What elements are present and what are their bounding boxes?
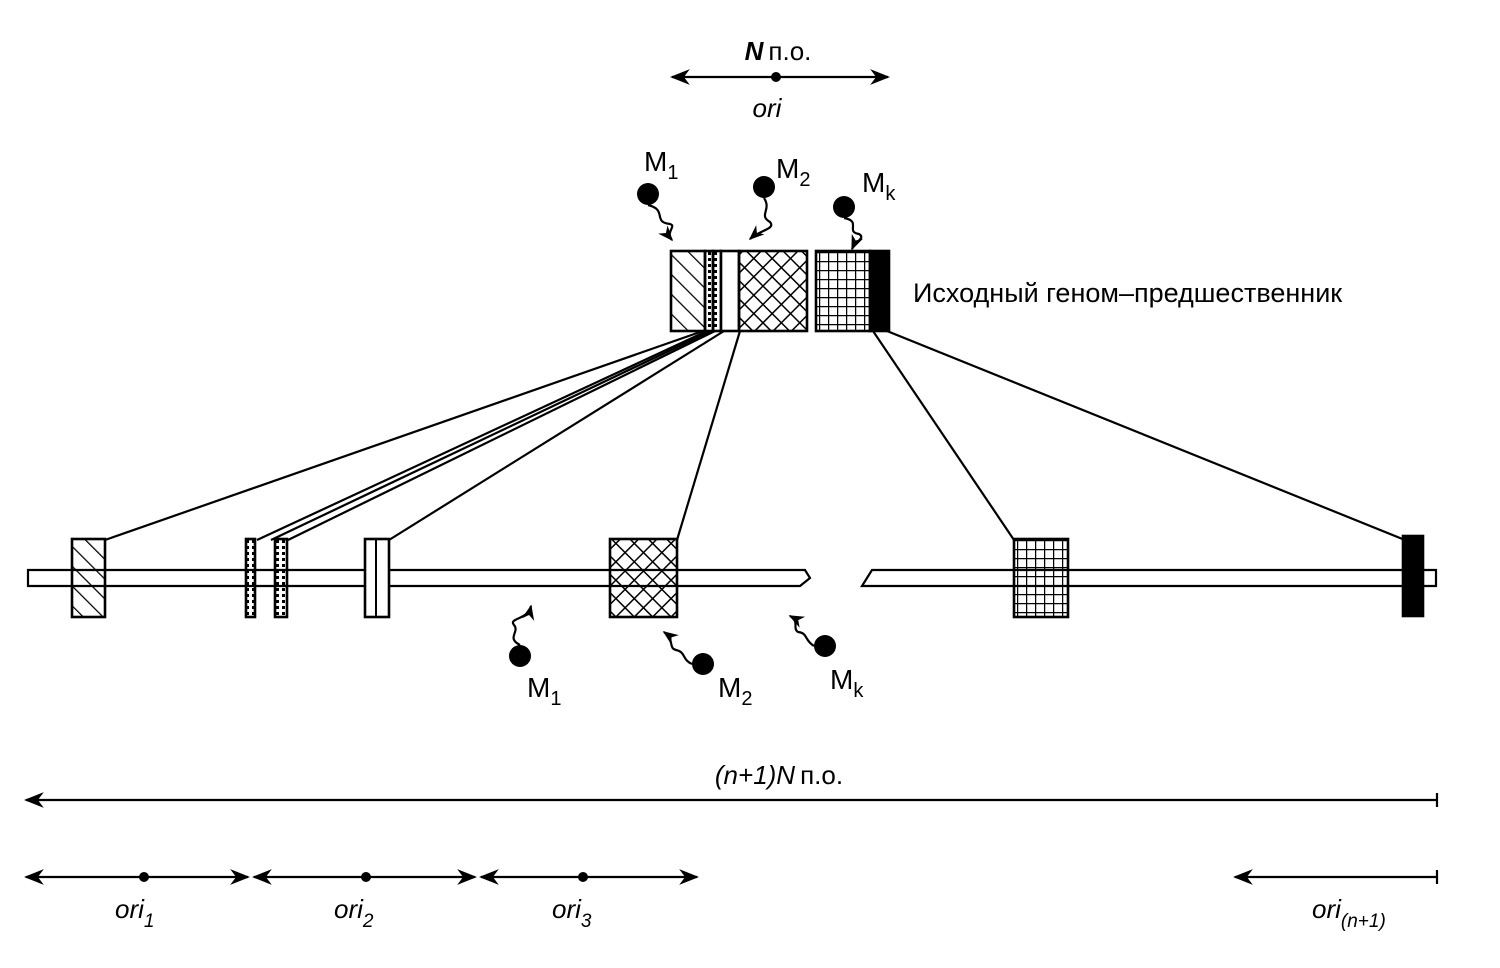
mk-top: Mk xyxy=(833,167,896,251)
m2-bottom: M2 xyxy=(662,631,752,710)
ori-n-plus-1-label: ori(n+1) xyxy=(1312,894,1386,932)
replicon-2: ori2 xyxy=(252,869,477,932)
m2-top-dot xyxy=(753,176,775,198)
segment-solid xyxy=(1401,534,1425,618)
ori2-point xyxy=(361,872,371,882)
replicons: ori1 ori2 ori3 ori(n+1) xyxy=(24,869,1439,932)
ori3-point xyxy=(578,872,588,882)
mk-bottom: Mk xyxy=(788,615,864,702)
precursor-segment-solid xyxy=(868,249,891,333)
precursor-segment-crosshatch xyxy=(737,249,809,333)
precursor-segment-plain xyxy=(719,249,741,333)
m1-top: M1 xyxy=(637,146,678,242)
m1-top-label: M1 xyxy=(644,146,678,184)
ori2-label: ori2 xyxy=(334,894,374,932)
precursor-genome: Исходный геном–предшественник xyxy=(669,249,1342,333)
product-chromosome xyxy=(26,534,1438,619)
connector-lines xyxy=(104,329,1406,542)
replicon-1: ori1 xyxy=(24,869,250,932)
ori-top-label: ori xyxy=(753,93,783,123)
m2-top-label: M2 xyxy=(776,153,810,191)
ori1-point xyxy=(139,872,149,882)
mk-bottom-dot xyxy=(814,635,836,657)
mk-top-dot xyxy=(833,196,855,218)
m1-bottom: M1 xyxy=(509,604,561,710)
top-mobile-elements: M1 M2 Mk xyxy=(637,146,896,251)
mk-bottom-label: Mk xyxy=(830,664,864,702)
replicon-n-plus-1: ori(n+1) xyxy=(1233,869,1439,932)
mk-top-label: Mk xyxy=(862,167,896,205)
chromosome-left-part xyxy=(26,568,812,588)
segment-dotted-a xyxy=(244,537,257,619)
bottom-mobile-elements: M1 M2 Mk xyxy=(509,604,864,710)
m1-bottom-dot xyxy=(509,645,531,667)
segment-crosshatch xyxy=(608,537,679,619)
m1-top-dot xyxy=(637,183,659,205)
m2-top: M2 xyxy=(748,153,810,241)
segment-diagonal xyxy=(70,537,107,619)
chromosome-right-part xyxy=(860,568,1438,588)
precursor-segment-diagonal xyxy=(669,249,707,333)
segment-dotted-b xyxy=(273,537,289,619)
ori3-label: ori3 xyxy=(552,894,592,932)
m2-bottom-dot xyxy=(692,653,714,675)
replicon-3: ori3 xyxy=(479,869,699,932)
precursor-segment-grid xyxy=(814,249,872,333)
segment-grid xyxy=(1012,537,1070,619)
m1-bottom-label: M1 xyxy=(527,672,561,710)
m2-bottom-label: M2 xyxy=(718,672,752,710)
ori-top-point xyxy=(771,72,781,82)
precursor-label: Исходный геном–предшественник xyxy=(913,278,1342,308)
ori1-label: ori1 xyxy=(115,894,154,932)
